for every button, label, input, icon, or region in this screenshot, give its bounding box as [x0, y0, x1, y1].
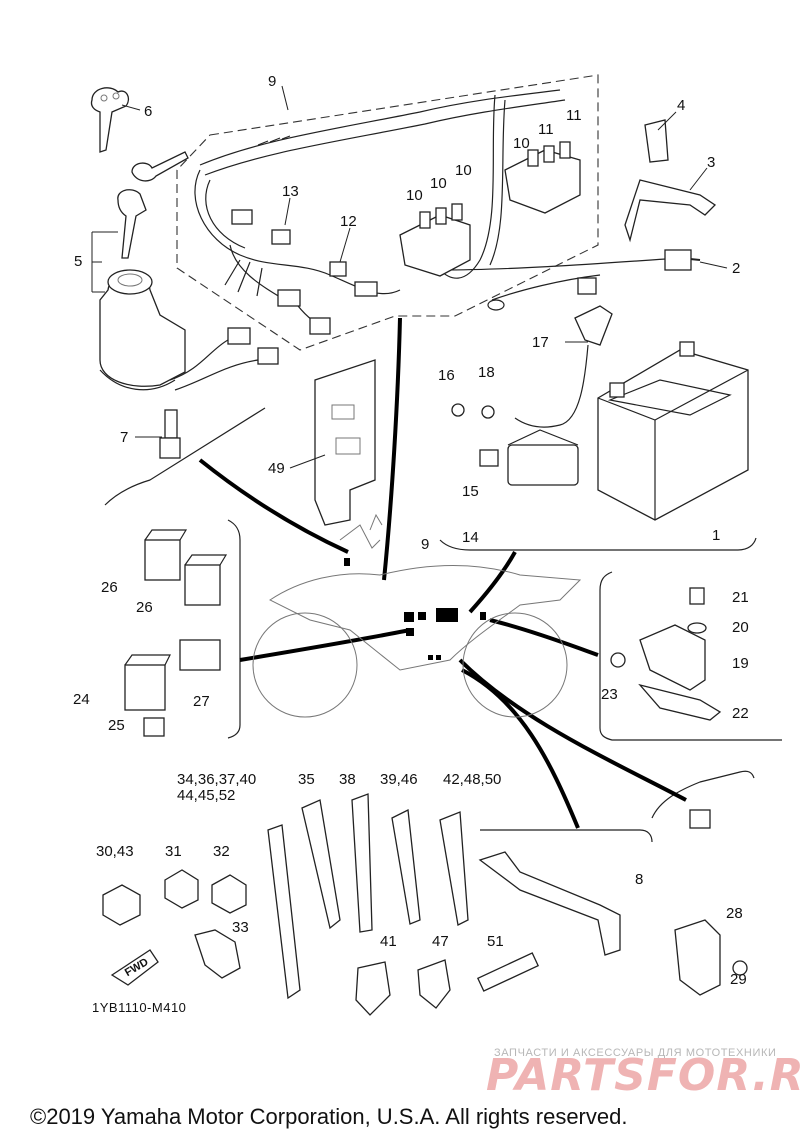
part-label-33: 33	[232, 919, 249, 936]
part-label-10: 10	[406, 187, 423, 204]
motorcycle-outline	[252, 513, 582, 718]
clips-ties-group	[102, 793, 748, 1016]
part-label-2: 2	[732, 260, 740, 277]
part-label-30-43: 30,43	[96, 843, 134, 860]
part-label-27: 27	[193, 693, 210, 710]
watermark-brand: PARTSFOR.RU	[486, 1050, 800, 1101]
part-label-8: 8	[635, 871, 643, 888]
relay-group	[124, 529, 228, 737]
part-label-41: 41	[380, 933, 397, 950]
part-label-42-48-50: 42,48,50	[443, 771, 501, 788]
copyright-notice: ©2019 Yamaha Motor Corporation, U.S.A. A…	[30, 1104, 627, 1129]
diagram-code: 1YB1110-M410	[92, 1000, 186, 1015]
part-label-32: 32	[213, 843, 230, 860]
part-label-12: 12	[340, 213, 357, 230]
watermark-tagline: ЗАПЧАСТИ И АКСЕССУАРЫ ДЛЯ МОТОТЕХНИКИ	[494, 1047, 776, 1059]
part-label-34-group: 34,36,37,40	[177, 771, 256, 788]
part-label-6: 6	[144, 103, 152, 120]
part-label-11: 11	[538, 121, 554, 138]
sensor-group	[610, 587, 722, 721]
part-label-38: 38	[339, 771, 356, 788]
pointer-lines	[198, 317, 687, 829]
main-switch-group	[90, 87, 189, 459]
part-label-10: 10	[455, 162, 472, 179]
part-label-26: 26	[101, 579, 118, 596]
part-labels: 9 6 4 11 11 10 10 10 10 3 13 12 5 2 17 1…	[73, 73, 749, 988]
part-label-44-group: 44,45,52	[177, 787, 235, 804]
part-label-1: 1	[712, 527, 720, 544]
part-label-9: 9	[268, 73, 276, 90]
part-label-13: 13	[282, 183, 299, 200]
battery-group	[314, 119, 749, 526]
part-label-5: 5	[74, 253, 82, 270]
part-label-9: 9	[421, 536, 429, 553]
part-label-14: 14	[462, 529, 479, 546]
part-label-16: 16	[438, 367, 455, 384]
part-label-29: 29	[730, 971, 747, 988]
part-label-11: 11	[566, 107, 582, 124]
part-label-10: 10	[513, 135, 530, 152]
watermark: ЗАПЧАСТИ И АКСЕССУАРЫ ДЛЯ МОТОТЕХНИКИ PA…	[486, 1047, 800, 1101]
part-label-31: 31	[165, 843, 182, 860]
part-label-4: 4	[677, 97, 685, 114]
part-label-10: 10	[430, 175, 447, 192]
part-label-26: 26	[136, 599, 153, 616]
part-label-19: 19	[732, 655, 749, 672]
part-label-49: 49	[268, 460, 285, 477]
wire-harness-group	[169, 74, 681, 391]
part-label-39-46: 39,46	[380, 771, 418, 788]
part-label-15: 15	[462, 483, 479, 500]
part-label-22: 22	[732, 705, 749, 722]
part-label-24: 24	[73, 691, 90, 708]
part-label-47: 47	[432, 933, 449, 950]
part-label-51: 51	[487, 933, 504, 950]
part-label-35: 35	[298, 771, 315, 788]
part-label-25: 25	[108, 717, 125, 734]
part-label-21: 21	[732, 589, 749, 606]
part-label-20: 20	[732, 619, 749, 636]
part-label-7: 7	[120, 429, 128, 446]
leader-lines	[91, 85, 728, 469]
part-label-3: 3	[707, 154, 715, 171]
part-label-17: 17	[532, 334, 549, 351]
part-label-28: 28	[726, 905, 743, 922]
part-label-18: 18	[478, 364, 495, 381]
part-label-23: 23	[601, 686, 618, 703]
callout-brackets	[104, 407, 782, 843]
